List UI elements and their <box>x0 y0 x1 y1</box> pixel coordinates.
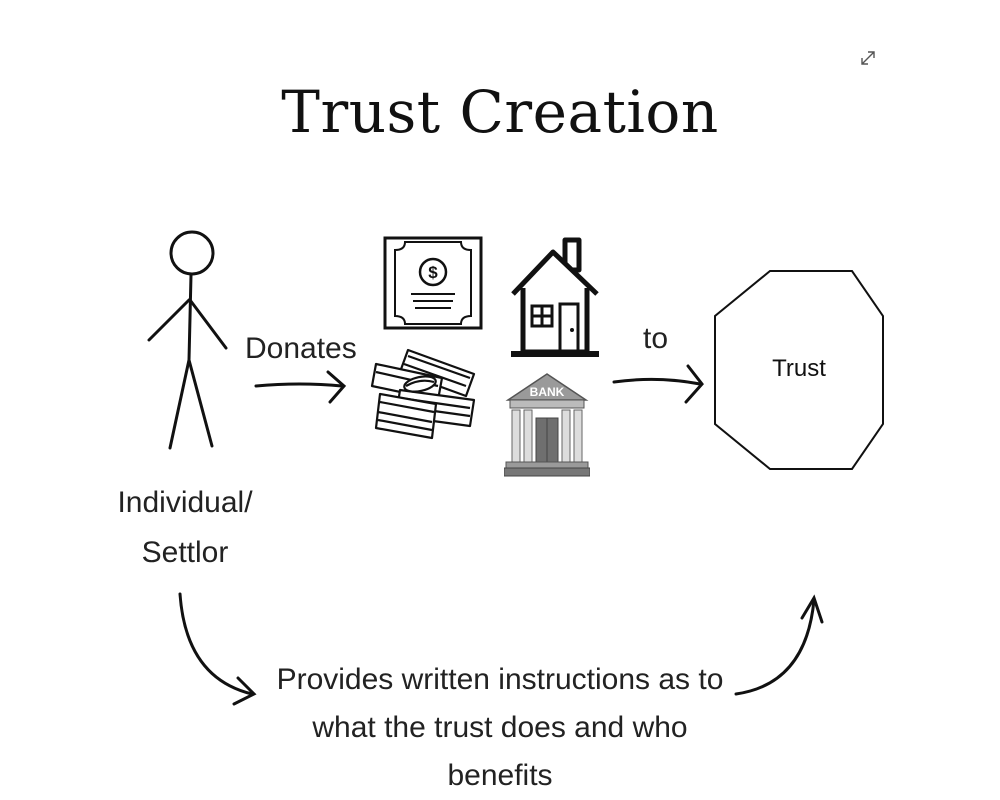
cash-stack-icon <box>370 348 476 440</box>
donates-label: Donates <box>245 332 357 365</box>
currency-symbol: $ <box>428 263 438 282</box>
bank-icon: BANK <box>504 373 590 477</box>
expand-icon[interactable] <box>858 48 878 68</box>
stick-figure-icon <box>147 230 228 450</box>
curved-arrow-right <box>734 594 824 696</box>
instructions-label: Provides written instructions as to what… <box>276 663 724 792</box>
octagon-shape <box>714 270 884 470</box>
curved-arrow-left <box>178 592 257 706</box>
settlor-label-line1: Individual/ <box>117 486 253 519</box>
certificate-icon: $ <box>383 236 483 330</box>
trust-label: Trust <box>772 355 826 382</box>
settlor-label: Individual/ Settlor <box>100 478 270 578</box>
house-icon <box>511 237 599 357</box>
page-title: Trust Creation <box>281 78 719 146</box>
bank-sign: BANK <box>530 385 565 399</box>
to-arrow <box>612 364 704 404</box>
to-label: to <box>643 322 669 355</box>
settlor-label-line2: Settlor <box>141 536 229 569</box>
donates-arrow <box>254 370 347 404</box>
